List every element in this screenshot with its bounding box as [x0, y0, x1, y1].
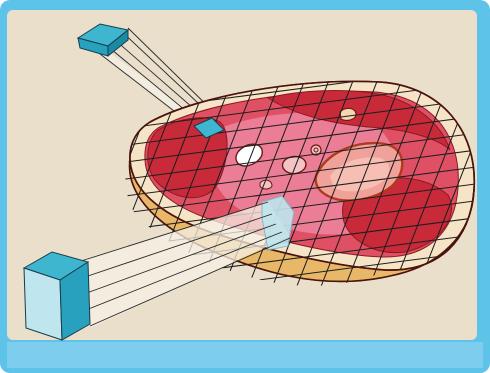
central-structure-mid	[281, 155, 307, 175]
upper-muscle	[266, 90, 451, 151]
detector-block	[22, 251, 91, 341]
x-ray-source-block	[76, 23, 130, 58]
small-structure-top	[339, 107, 357, 121]
beam-entry-patch	[193, 117, 225, 139]
bottom-bar	[7, 342, 483, 368]
x-ray-fan-beam-bottom	[77, 195, 295, 328]
central-vessel	[310, 144, 322, 156]
central-structure-left	[235, 143, 263, 167]
